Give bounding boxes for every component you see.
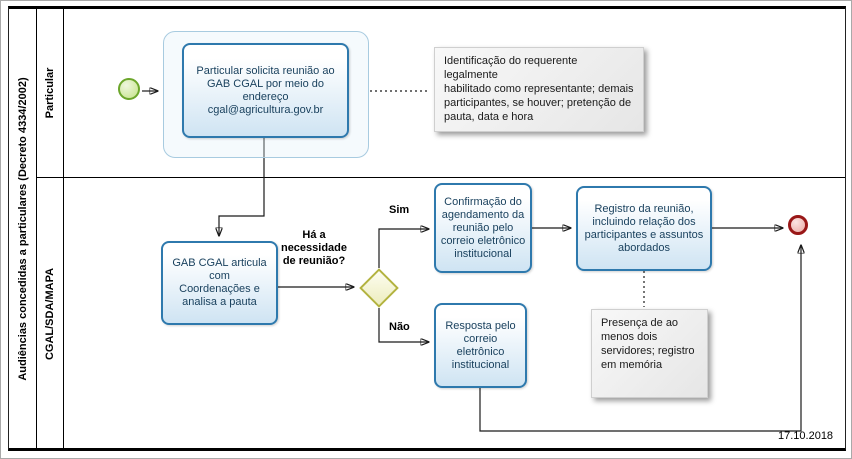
task-registro-reuniao: Registro da reunião, incluindo relação d…	[576, 186, 712, 271]
lane-divider	[37, 177, 845, 178]
pool-title-strip: Audiências concedidas a particulares (De…	[9, 9, 37, 449]
annotation-identificacao: Identificação do requerente legalmente h…	[434, 47, 644, 132]
gateway-question-label: Há a necessidade de reunião?	[280, 229, 348, 267]
flow-label-sim: Sim	[389, 204, 410, 216]
flow-request-to-articula	[219, 138, 265, 236]
lane-header-particular: Particular	[37, 9, 64, 177]
task-gab-cgal-articula: GAB CGAL articula com Coordenações e ana…	[161, 241, 278, 325]
flow-label-nao: Não	[389, 321, 410, 333]
annotation-presenca: Presença de ao menos dois servidores; re…	[591, 309, 708, 398]
lane-header-cgal: CGAL/SDA/MAPA	[37, 178, 64, 449]
flow-gateway-yes-to-confirmacao	[378, 229, 429, 268]
flow-resposta-to-end	[479, 245, 801, 432]
diagram-date: 17.10.2018	[778, 430, 834, 442]
flow-gateway-no-to-resposta	[378, 308, 429, 342]
end-event	[788, 215, 808, 235]
start-event	[118, 78, 140, 100]
task-resposta-correio: Resposta pelo correio eletrônico institu…	[434, 303, 527, 388]
task-confirmacao-agendamento: Confirmação do agendamento da reunião pe…	[434, 183, 532, 273]
task-particular-solicita: Particular solicita reunião ao GAB CGAL …	[182, 43, 349, 138]
